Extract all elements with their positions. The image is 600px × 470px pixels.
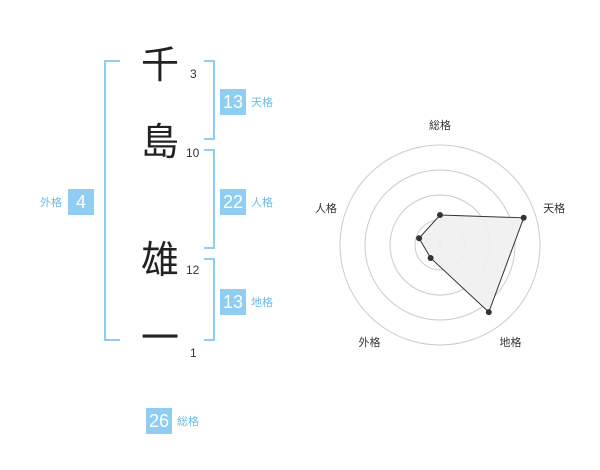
jinkaku-value: 22 bbox=[220, 189, 247, 215]
radar-point-2 bbox=[520, 214, 527, 221]
tenkaku-bracket bbox=[204, 60, 215, 140]
name-char-2: 島 bbox=[141, 120, 180, 164]
radar-point-5 bbox=[416, 235, 423, 242]
gaikaku-label: 外格 bbox=[40, 196, 62, 209]
tenkaku-value: 13 bbox=[220, 89, 247, 115]
chikaku-badge: 13 地格 bbox=[220, 289, 273, 315]
soukaku-badge: 26 総格 bbox=[146, 408, 199, 434]
chikaku-value: 13 bbox=[220, 289, 247, 315]
jinkaku-label: 人格 bbox=[251, 196, 274, 209]
chikaku-bracket bbox=[204, 258, 215, 341]
radar-axis-label-1: 総格 bbox=[429, 118, 451, 132]
radar-ring bbox=[339, 144, 541, 346]
radar-point-3 bbox=[485, 309, 492, 316]
stroke-count-4: 1 bbox=[190, 346, 197, 360]
name-char-1: 千 bbox=[141, 43, 180, 87]
soukaku-label: 総格 bbox=[177, 415, 200, 428]
radar-area bbox=[418, 214, 525, 314]
radar-point-1 bbox=[437, 212, 443, 218]
stroke-count-2: 10 bbox=[186, 146, 200, 160]
soukaku-value: 26 bbox=[146, 408, 173, 434]
radar-point-4 bbox=[427, 254, 434, 261]
tenkaku-badge: 13 天格 bbox=[220, 89, 273, 115]
radar-axis-label-5: 人格 bbox=[315, 201, 337, 215]
outer-bracket bbox=[104, 60, 120, 341]
radar-axis-label-3: 地格 bbox=[500, 335, 522, 349]
jinkaku-badge: 22 人格 bbox=[220, 189, 273, 215]
radar-axis-label-2: 天格 bbox=[543, 201, 565, 215]
gaikaku-value: 4 bbox=[68, 189, 94, 215]
radar-axis-label-4: 外格 bbox=[358, 335, 380, 349]
tenkaku-label: 天格 bbox=[251, 96, 274, 109]
chikaku-label: 地格 bbox=[251, 296, 274, 309]
name-char-4: 一 bbox=[141, 316, 180, 360]
gaikaku-badge: 外格 4 bbox=[40, 189, 94, 215]
stroke-count-1: 3 bbox=[190, 67, 197, 81]
stroke-count-3: 12 bbox=[186, 263, 200, 277]
radar-ring bbox=[364, 169, 516, 321]
jinkaku-bracket bbox=[204, 149, 215, 249]
name-char-3: 雄 bbox=[141, 238, 180, 282]
